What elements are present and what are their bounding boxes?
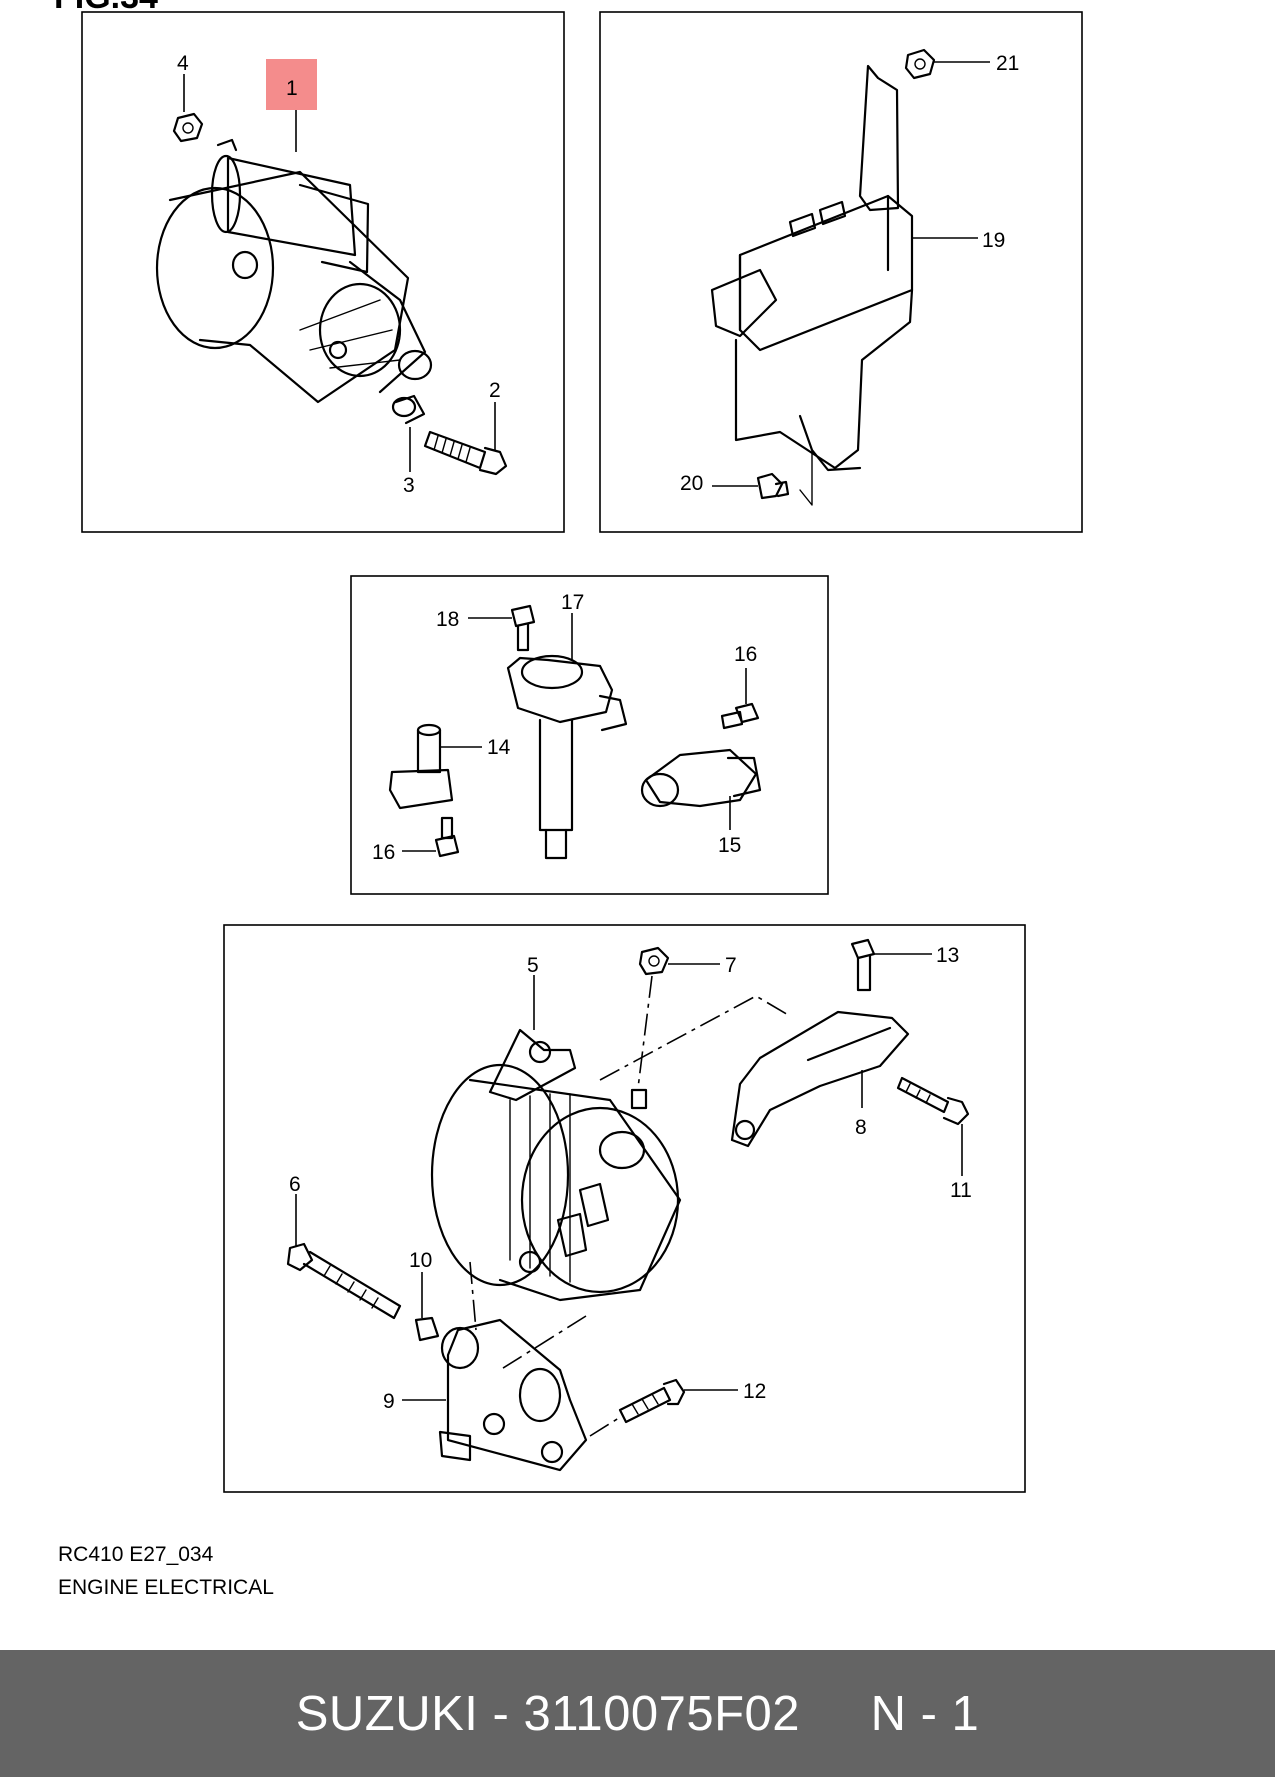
alt-assembly-line-4 — [499, 1315, 587, 1371]
callout-10: 10 — [409, 1249, 432, 1272]
panel-ecu — [599, 11, 1083, 533]
panel-starter — [81, 11, 565, 533]
callout-19: 19 — [982, 229, 1005, 252]
diagram-code: RC410 E27_034 — [58, 1543, 214, 1566]
callout-4: 4 — [177, 52, 189, 75]
alt-assembly-line-2 — [637, 975, 653, 1089]
callout-16b: 16 — [372, 841, 395, 864]
callout-2: 2 — [489, 379, 501, 402]
bolt-18-drawing — [510, 604, 536, 652]
part-1-highlight — [266, 59, 317, 110]
ecu-bracket-drawing — [710, 64, 914, 506]
bolt-16b-drawing — [434, 816, 460, 858]
alt-assembly-line-1 — [599, 995, 791, 1081]
callout-15: 15 — [718, 834, 741, 857]
bolt-13-drawing — [850, 938, 876, 992]
section-name: ENGINE ELECTRICAL — [58, 1576, 274, 1599]
callout-11: 11 — [950, 1179, 972, 1202]
nut-4-drawing — [172, 112, 204, 143]
callout-13: 13 — [936, 944, 959, 967]
callout-1: 1 — [286, 77, 298, 100]
bolt-2-drawing — [423, 430, 508, 476]
callout-8: 8 — [855, 1116, 867, 1139]
nut-7-drawing — [638, 946, 670, 976]
callout-14: 14 — [487, 736, 511, 759]
alternator-5-drawing — [430, 1028, 682, 1302]
parts-diagram: 1 4 2 3 21 19 20 — [81, 11, 1083, 1493]
cam-sensor-14-drawing — [388, 723, 454, 810]
callout-21: 21 — [996, 52, 1019, 75]
footer-bar: SUZUKI - 3110075F02 N - 1 — [0, 1650, 1275, 1777]
callout-16a: 16 — [734, 643, 757, 666]
panel-ignition — [350, 575, 829, 895]
bracket-9-drawing — [438, 1318, 588, 1472]
crank-sensor-15-drawing — [640, 748, 762, 808]
panel-alternator — [223, 924, 1026, 1493]
callout-20: 20 — [680, 472, 703, 495]
callout-12: 12 — [743, 1380, 766, 1403]
bushing-10-drawing — [414, 1316, 440, 1342]
bolt-11-drawing — [896, 1076, 970, 1126]
starter-motor-drawing — [155, 138, 433, 404]
bracket-8-drawing — [730, 1010, 910, 1148]
callout-7: 7 — [725, 954, 737, 977]
callout-18: 18 — [436, 608, 459, 631]
part-number-label: SUZUKI - 3110075F02 N - 1 — [295, 1686, 980, 1741]
bolt-20-drawing — [756, 472, 790, 500]
callout-6: 6 — [289, 1173, 301, 1196]
bushing-3-drawing — [391, 394, 426, 425]
bolt-6-drawing — [286, 1242, 402, 1320]
nut-21-drawing — [904, 48, 936, 80]
callout-17: 17 — [561, 591, 584, 614]
ignition-coil-17-drawing — [506, 654, 628, 860]
alt-assembly-line-3 — [469, 1261, 477, 1331]
bolt-12-drawing — [618, 1378, 686, 1424]
callout-5: 5 — [527, 954, 539, 977]
bolt-16a-drawing — [720, 702, 760, 730]
alt-assembly-line-5 — [589, 1415, 623, 1437]
callout-9: 9 — [383, 1390, 395, 1413]
callout-3: 3 — [403, 474, 415, 497]
